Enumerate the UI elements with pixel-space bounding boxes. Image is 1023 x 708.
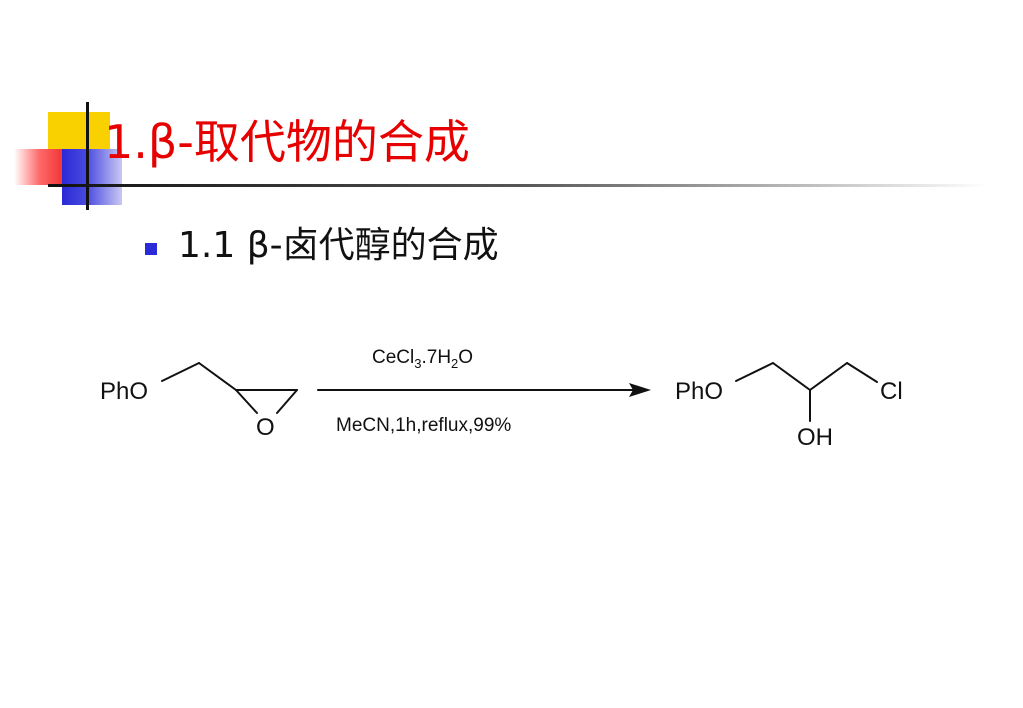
bond-ch2-cl — [846, 362, 878, 383]
epoxide-co-bond-left — [235, 389, 258, 414]
bond-ch2-c — [198, 362, 237, 391]
bond-ch2-choh — [772, 362, 811, 391]
bullet-text: 1.1 β-卤代醇的合成 — [178, 225, 499, 266]
slide-title: 1.β-取代物的合成 — [104, 115, 470, 169]
bullet-square-icon — [145, 243, 157, 255]
logo-block-blue — [62, 149, 122, 205]
reaction-arrow-head-icon — [629, 383, 651, 397]
reactant-pho-label: PhO — [100, 378, 149, 405]
bond-o-ch2 — [161, 362, 200, 382]
logo-vertical-line — [86, 102, 89, 210]
epoxide-co-bond-right — [276, 389, 298, 414]
product-pho-label: PhO — [675, 378, 724, 405]
reagent-top-part-c: O — [458, 347, 474, 368]
epoxide-oxygen-label: O — [256, 414, 275, 441]
reagent-top-sub-a: 3 — [414, 355, 422, 371]
reagent-top-part-b: .7H — [421, 347, 452, 368]
product-oh-label: OH — [797, 424, 833, 451]
title-underline — [48, 184, 988, 187]
bond-o-ch2-product — [735, 362, 774, 382]
reagent-bottom-label: MeCN,1h,reflux,99% — [336, 415, 512, 436]
product-cl-label: Cl — [880, 378, 903, 405]
bond-choh-ch2 — [809, 362, 848, 391]
reagent-top-sub-b: 2 — [451, 355, 459, 371]
reagent-top-part-a: CeCl — [372, 347, 415, 368]
reagent-top-label: CeCl3.7H2O — [372, 346, 473, 376]
